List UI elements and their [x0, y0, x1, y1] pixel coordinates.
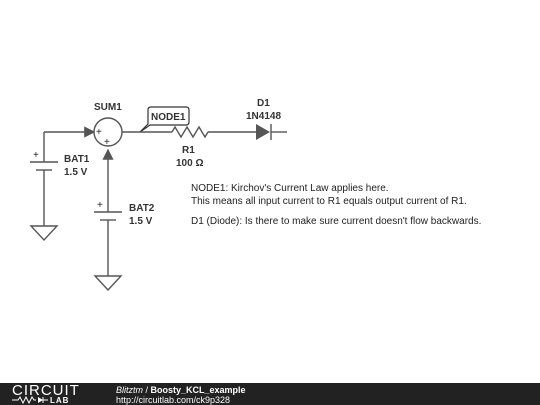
circuitlab-logo-lab: LAB — [50, 396, 70, 405]
r1-value: 100 Ω — [176, 158, 203, 169]
bat1-battery[interactable]: + — [30, 132, 58, 226]
note-line-3: D1 (Diode): Is there to make sure curren… — [191, 216, 481, 227]
title-separator: / — [143, 385, 151, 395]
bat1-value: 1.5 V — [64, 167, 88, 178]
circuit-url-link[interactable]: http://circuitlab.com/ck9p328 — [116, 395, 231, 405]
node1-tag[interactable]: NODE1 — [139, 106, 190, 133]
bat2-plus-sign: + — [97, 200, 103, 211]
circuitlab-logo-text: CIRCUIT — [12, 382, 80, 399]
sum1-plus-b: + — [104, 137, 110, 148]
note-line-2: This means all input current to R1 equal… — [191, 196, 467, 207]
r1-label: R1 — [182, 145, 195, 156]
ground-2-icon — [93, 275, 123, 292]
d1-label: D1 — [257, 98, 270, 109]
node1-label: NODE1 — [151, 112, 186, 123]
note-line-1: NODE1: Kirchov's Current Law applies her… — [191, 183, 389, 194]
bat2-value: 1.5 V — [129, 216, 153, 227]
sum1-plus-a: + — [96, 127, 102, 138]
r1-resistor[interactable] — [171, 125, 209, 139]
ground-1-icon — [29, 225, 59, 242]
bat2-battery[interactable]: + — [94, 200, 122, 276]
bat1-label: BAT1 — [64, 154, 90, 165]
author-link[interactable]: Blitztm — [116, 385, 143, 395]
sum1-label: SUM1 — [94, 102, 122, 113]
footer-bar: CIRCUIT LAB Blitztm / Boosty_KCL_example… — [0, 383, 540, 405]
bat2-label: BAT2 — [129, 203, 155, 214]
d1-part: 1N4148 — [246, 111, 281, 122]
bat1-plus-sign: + — [33, 150, 39, 161]
sum1-summing-node[interactable]: + + — [93, 117, 123, 148]
logo-resistor-icon — [12, 396, 48, 404]
circuit-title[interactable]: Boosty_KCL_example — [150, 385, 246, 395]
circuit-info: Blitztm / Boosty_KCL_example http://circ… — [116, 385, 246, 405]
d1-diode[interactable] — [256, 124, 287, 140]
